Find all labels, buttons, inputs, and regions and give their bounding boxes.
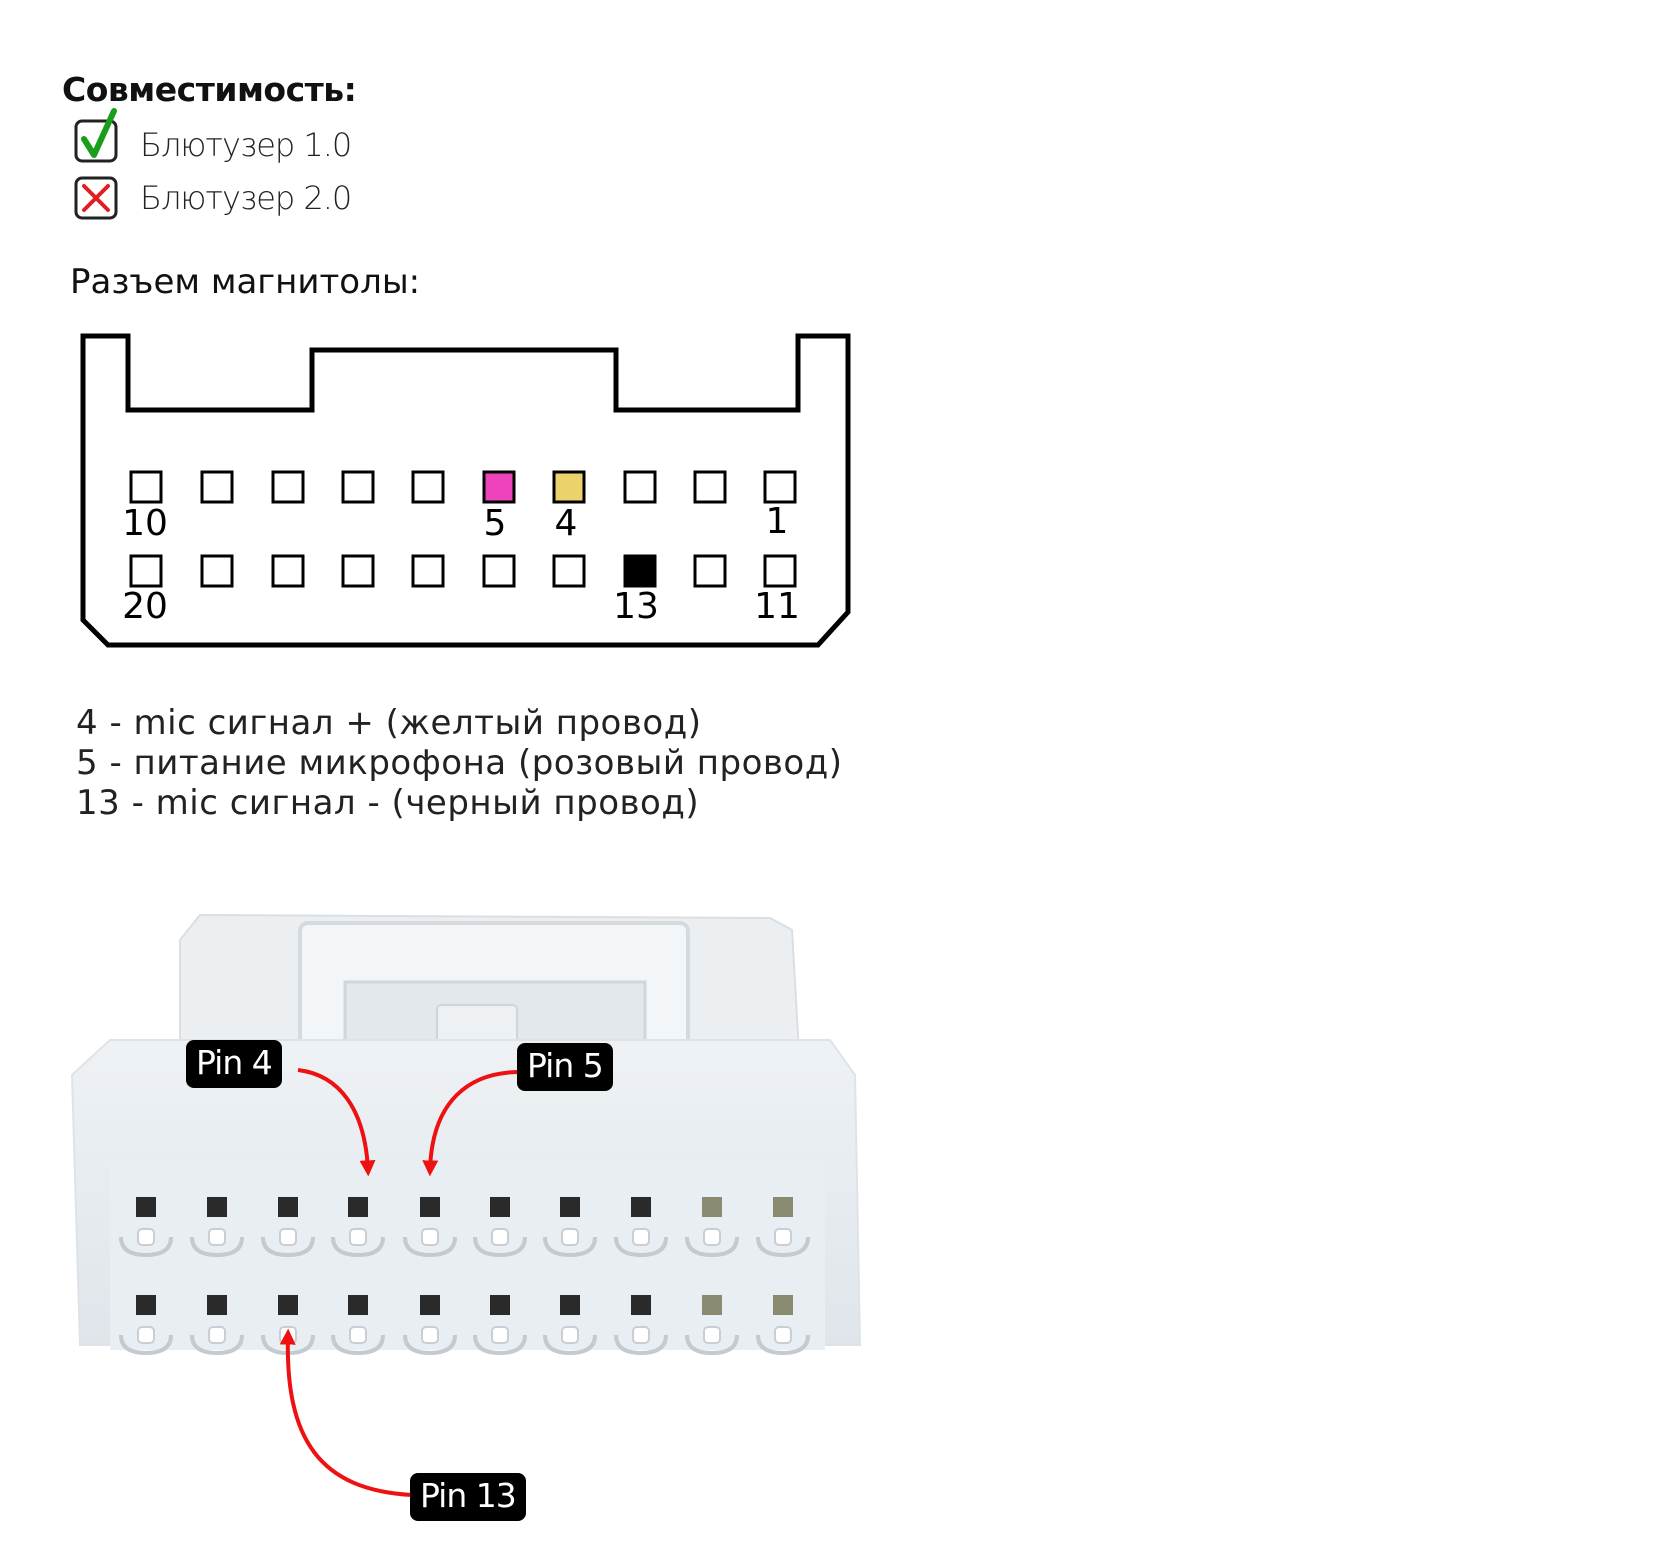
pin-18: [271, 554, 305, 588]
callout-pin4: Pin 4: [186, 1040, 282, 1088]
pin-2: [693, 470, 727, 504]
pin-6: [411, 470, 445, 504]
photo-hole: [685, 1197, 739, 1258]
pin-8: [271, 470, 305, 504]
photo-hole: [331, 1197, 385, 1258]
photo-hole: [261, 1197, 315, 1258]
pins-bottom-row: [129, 554, 797, 588]
pin-label-1: 1: [766, 501, 789, 542]
pin-3: [623, 470, 657, 504]
legend-pin13: 13 - mic сигнал - (черный провод): [76, 783, 700, 823]
arrow-pin5: [422, 1070, 521, 1177]
cross-icon: [74, 176, 120, 220]
photo-hole: [543, 1295, 597, 1356]
pin-label-11: 11: [754, 586, 800, 627]
pins-top-row: [129, 470, 797, 504]
pin-9: [200, 470, 234, 504]
pin-19: [200, 554, 234, 588]
photo-hole: [685, 1295, 739, 1356]
arrow-pin4: [297, 1068, 376, 1177]
connector-outline: [80, 333, 851, 648]
photo-hole: [756, 1295, 810, 1356]
connector-diagram: 10 5 4 1 20 13 11: [80, 333, 851, 648]
pin-10: [129, 470, 163, 504]
legend-pin4: 4 - mic сигнал + (желтый провод): [76, 703, 702, 743]
photo-hole: [190, 1197, 244, 1258]
pin-5: [482, 470, 516, 504]
compat-item-bluetoother-2: Блютузер 2.0: [74, 173, 352, 223]
pin-4: [552, 470, 586, 504]
pin-12: [693, 554, 727, 588]
check-icon: [74, 108, 120, 167]
arrow-pin13: [279, 1328, 413, 1497]
pin-17: [341, 554, 375, 588]
pin-1: [763, 470, 797, 504]
callout-pin13: Pin 13: [410, 1473, 526, 1521]
pin-label-10: 10: [122, 503, 168, 544]
pin-13: [623, 554, 657, 588]
photo-hole: [119, 1295, 173, 1356]
callout-pin5: Pin 5: [517, 1043, 613, 1091]
pin-label-13: 13: [613, 586, 659, 627]
compat-label: Блютузер 1.0: [140, 126, 352, 164]
connector-title: Разъем магнитолы:: [70, 262, 421, 302]
photo-hole: [190, 1295, 244, 1356]
pin-15: [482, 554, 516, 588]
pin-label-5: 5: [484, 503, 507, 544]
compat-item-bluetoother-1: Блютузер 1.0: [74, 108, 352, 170]
photo-hole: [403, 1295, 457, 1356]
photo-hole: [543, 1197, 597, 1258]
photo-hole: [473, 1295, 527, 1356]
pin-11: [763, 554, 797, 588]
pin-label-4: 4: [555, 503, 578, 544]
photo-hole: [614, 1197, 668, 1258]
photo-hole: [331, 1295, 385, 1356]
legend-pin5: 5 - питание микрофона (розовый провод): [76, 743, 843, 783]
compat-label: Блютузер 2.0: [140, 179, 352, 217]
pin-14: [552, 554, 586, 588]
compatibility-title: Совместимость:: [62, 70, 357, 109]
pin-20: [129, 554, 163, 588]
pin-7: [341, 470, 375, 504]
photo-hole: [403, 1197, 457, 1258]
photo-hole: [119, 1197, 173, 1258]
photo-hole: [614, 1295, 668, 1356]
pin-16: [411, 554, 445, 588]
photo-hole: [473, 1197, 527, 1258]
photo-pin-holes: [119, 1197, 810, 1356]
pin-label-20: 20: [122, 586, 168, 627]
photo-hole: [756, 1197, 810, 1258]
